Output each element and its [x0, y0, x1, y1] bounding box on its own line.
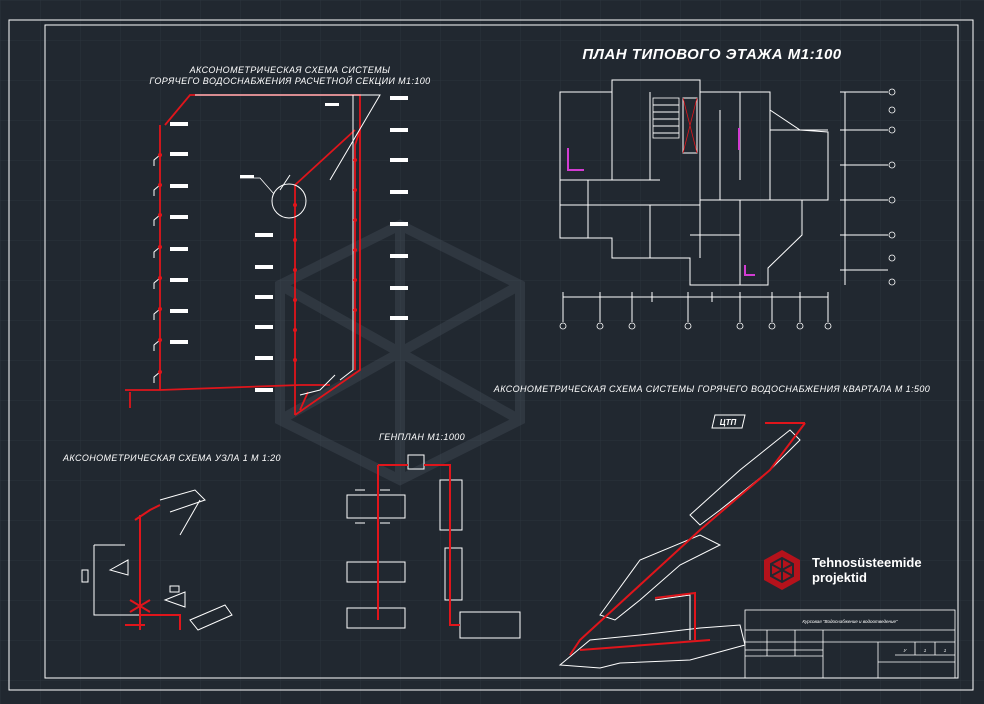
brand-line-2: projektid [812, 570, 867, 585]
site-plan [346, 454, 521, 639]
title-block [744, 609, 956, 679]
quarter-scheme-title: АКСОНОМЕТРИЧЕСКАЯ СХЕМА СИСТЕМЫ ГОРЯЧЕГО… [493, 384, 930, 394]
hexagon-logo-icon [764, 550, 800, 590]
outer-frame [8, 19, 974, 691]
node-scheme-title: АКСОНОМЕТРИЧЕСКАЯ СХЕМА УЗЛА 1 М 1:20 [62, 453, 281, 463]
riser-scheme: АКСОНОМЕТРИЧЕСКАЯ СХЕМА СИСТЕМЫ ГОРЯЧЕГО… [125, 65, 430, 416]
floor-plan-title: ПЛАН ТИПОВОГО ЭТАЖА М1:100 [582, 46, 841, 63]
riser-scheme-title-1: АКСОНОМЕТРИЧЕСКАЯ СХЕМА СИСТЕМЫ [189, 65, 391, 75]
title-block-sheet: 1 [924, 648, 927, 653]
detail-node-circle [271, 183, 307, 219]
title-block-course: Курсовая "Водоснабжение и водоотведение" [802, 619, 898, 624]
title-block-sheets: 1 [944, 648, 947, 653]
brand-line-1: Tehnosüsteemide [812, 555, 922, 570]
riser-scheme-title-2: ГОРЯЧЕГО ВОДОСНАБЖЕНИЯ РАСЧЕТНОЙ СЕКЦИИ … [149, 75, 430, 86]
quarter-scheme: ЦТП [558, 414, 806, 669]
title-block-stage: У [904, 648, 908, 653]
heat-point-label: ЦТП [720, 418, 737, 427]
brand-logo: Tehnosüsteemide projektid [760, 548, 922, 592]
node-scheme [81, 489, 233, 631]
floor-plan [559, 79, 896, 330]
site-plan-title: ГЕНПЛАН М1:1000 [379, 432, 465, 442]
inner-frame [44, 24, 959, 679]
